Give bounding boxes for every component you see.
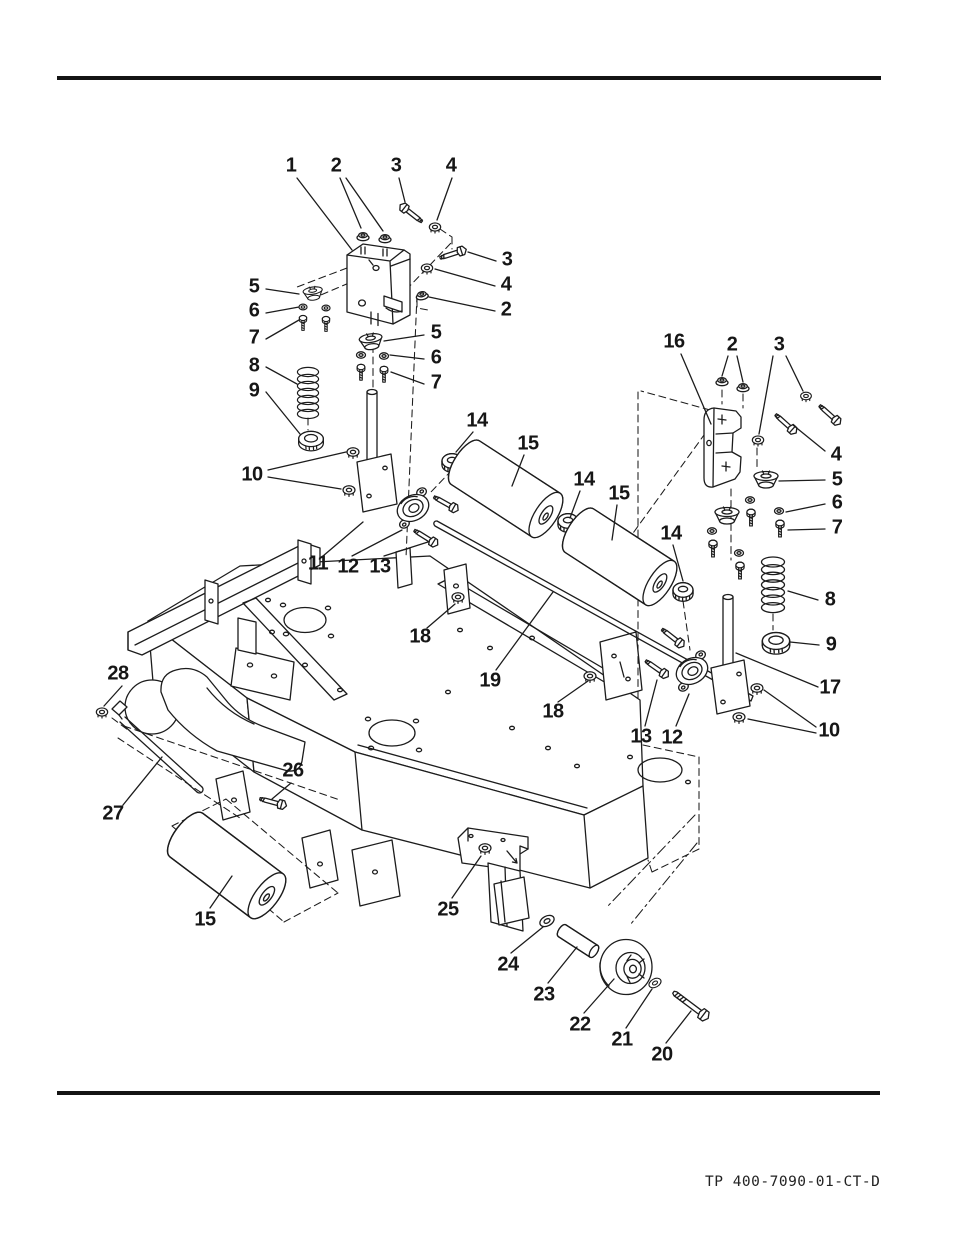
bolt-13 <box>431 492 461 515</box>
callout-label: 28 <box>107 662 129 685</box>
caster-wheel-assembly <box>537 912 710 1022</box>
callout-label: 6 <box>248 299 260 322</box>
top-rule <box>57 76 881 80</box>
callout-label: 8 <box>824 588 836 611</box>
bolt-3 <box>772 410 800 437</box>
callout-label: 20 <box>651 1043 673 1066</box>
callout-label: 15 <box>608 482 630 505</box>
callout-label: 7 <box>831 516 843 539</box>
leader-lines <box>103 177 826 1044</box>
nut-10 <box>346 447 360 459</box>
nut-18 <box>451 592 465 604</box>
nut-25 <box>478 843 492 855</box>
callout-label: 12 <box>661 726 683 749</box>
callout-label: 4 <box>830 443 842 466</box>
bolt-20 <box>672 990 710 1022</box>
bolt-3a <box>396 200 426 226</box>
callout-label: 7 <box>248 326 260 349</box>
callout-label: 27 <box>102 802 124 825</box>
callout-label: 25 <box>437 898 459 921</box>
callout-label: 5 <box>430 321 442 344</box>
bolt-3 <box>816 401 844 428</box>
document-code: TP 400-7090-01-CT-D <box>705 1174 881 1190</box>
callout-label: 10 <box>241 463 263 486</box>
bolt-13 <box>642 656 672 681</box>
right-roller-spindle <box>642 593 764 724</box>
roller-15 <box>441 434 570 544</box>
callout-label: 11 <box>307 552 329 575</box>
callout-label: 24 <box>497 953 519 976</box>
callout-label: 9 <box>825 633 837 656</box>
bolt-26 <box>258 793 289 811</box>
nut-18 <box>583 671 597 683</box>
callout-label: 18 <box>409 625 431 648</box>
callout-label: 8 <box>248 354 260 377</box>
bottom-rule <box>57 1091 880 1095</box>
rod-27 <box>111 700 204 794</box>
mower-deck <box>127 539 700 926</box>
bracket-16-assembly <box>703 377 844 655</box>
callout-label: 3 <box>501 248 513 271</box>
callout-label: 7 <box>430 371 442 394</box>
callout-label: 2 <box>500 298 512 321</box>
callout-label: 1 <box>285 154 297 177</box>
nut-10 <box>732 712 746 724</box>
cone-washer-5 <box>753 470 779 489</box>
callout-label: 14 <box>660 522 682 545</box>
lock-collar-14 <box>672 582 694 602</box>
callout-label: 18 <box>542 700 564 723</box>
bolt-3b <box>438 244 469 263</box>
roller-15 <box>160 805 294 926</box>
left-roller-spindle <box>342 388 754 702</box>
callout-label: 3 <box>773 333 785 356</box>
callout-label: 16 <box>663 330 685 353</box>
callout-label: 14 <box>466 409 488 432</box>
callout-label: 12 <box>337 555 359 578</box>
callout-label: 14 <box>573 468 595 491</box>
nut-10 <box>750 683 764 695</box>
washer-24 <box>537 912 557 930</box>
deck-bolt-holes <box>264 597 692 785</box>
nut-4a <box>428 222 442 234</box>
callout-label: 13 <box>630 725 652 748</box>
collar-9 <box>298 430 324 452</box>
nut-10 <box>342 485 356 497</box>
callout-label: 4 <box>500 273 512 296</box>
nut-4 <box>751 435 765 447</box>
collar-9 <box>761 631 791 655</box>
callout-label: 22 <box>569 1013 591 1036</box>
callout-label: 5 <box>831 468 843 491</box>
callout-label: 19 <box>479 669 501 692</box>
callout-label: 3 <box>390 154 402 177</box>
callout-label: 6 <box>430 346 442 369</box>
nut-2c <box>414 290 430 302</box>
roller-mount-straps <box>215 770 401 907</box>
callout-label: 15 <box>194 908 216 931</box>
hanger-bracket-25 <box>457 827 530 932</box>
bracket-1-assembly <box>296 200 469 452</box>
nut-4b <box>420 263 434 275</box>
callout-label: 4 <box>445 154 457 177</box>
callout-label: 13 <box>369 555 391 578</box>
callout-label: 26 <box>282 759 304 782</box>
cone-washer-5 <box>714 506 740 525</box>
front-roller-group <box>95 700 492 926</box>
callout-label: 2 <box>726 333 738 356</box>
callout-label: 23 <box>533 983 555 1006</box>
callout-label: 17 <box>819 676 841 699</box>
callout-label: 5 <box>248 275 260 298</box>
callout-label: 6 <box>831 491 843 514</box>
callout-label: 10 <box>818 719 840 742</box>
callout-label: 15 <box>517 432 539 455</box>
roller-rod-19 <box>433 520 754 702</box>
spring-8 <box>760 556 786 614</box>
callout-label: 9 <box>248 379 260 402</box>
callout-label: 21 <box>611 1028 633 1051</box>
nut-28 <box>95 707 109 719</box>
callout-label: 2 <box>330 154 342 177</box>
roller-15 <box>555 502 684 612</box>
spacer-23 <box>556 923 600 959</box>
spring-8 <box>296 366 320 420</box>
